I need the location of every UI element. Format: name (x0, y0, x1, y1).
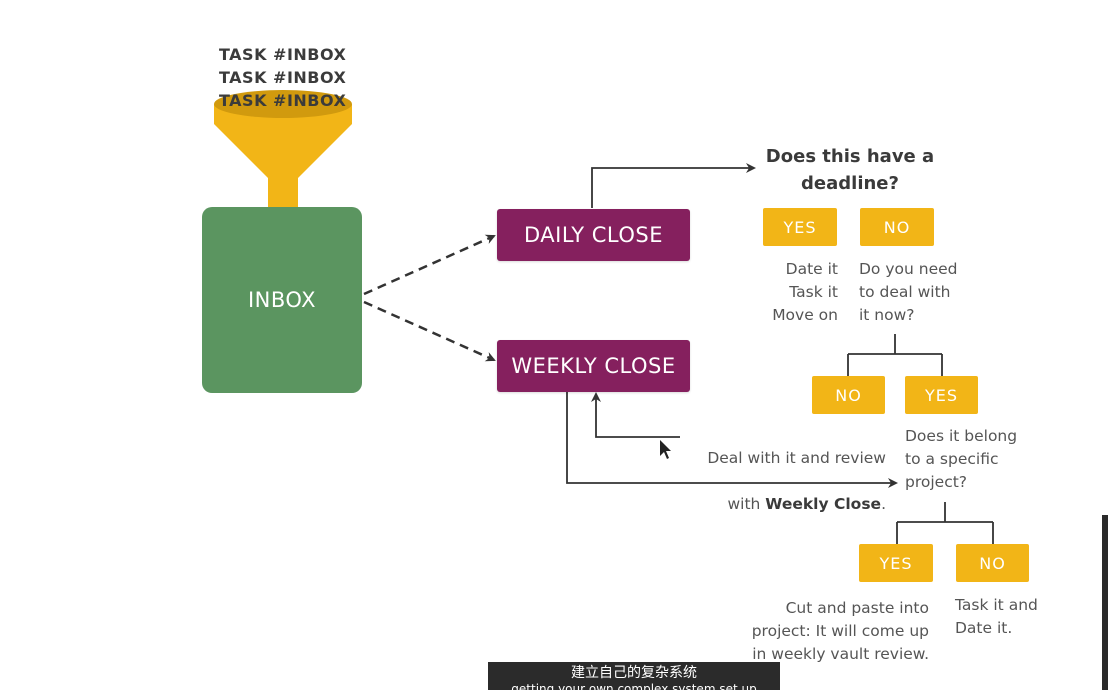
daily-close-label: DAILY CLOSE (523, 223, 664, 247)
deadline-no-description: Do you need to deal with it now? (859, 260, 958, 324)
project-yes-label: YES (879, 553, 913, 573)
project-no-label: NO (979, 553, 1006, 573)
now-no-description-line1: Deal with it and review (707, 449, 886, 467)
deadline-no-label: NO (883, 217, 911, 237)
video-subtitle: 建立自己的复杂系统 getting your own complex syste… (488, 662, 780, 690)
now-yes-label: YES (924, 385, 959, 405)
project-question: Does it belong to a specific project? (905, 427, 1018, 491)
weekly-to-project-arrow (566, 392, 898, 488)
now-no-description: Deal with it and review with Weekly Clos… (680, 424, 886, 516)
now-no-badge: NO (812, 376, 885, 414)
task-inbox-tag: TASK #INBOX (219, 45, 347, 64)
deadline-yes-badge: YES (763, 208, 837, 246)
subtitle-english: getting your own complex system set up (511, 682, 757, 690)
now-no-description-prefix: with (727, 495, 766, 513)
weekly-close-box: WEEKLY CLOSE (497, 340, 690, 392)
daily-close-box: DAILY CLOSE (497, 209, 690, 261)
now-yes-badge: YES (905, 376, 978, 414)
project-branch-lines (896, 502, 994, 544)
weekly-close-reference: Weekly Close (765, 495, 882, 513)
inbox-box: INBOX (202, 207, 362, 393)
deadline-question: Does this have a deadline? (765, 146, 935, 194)
inbox-to-weekly-arrow (363, 300, 496, 362)
right-edge-bar (1102, 515, 1108, 690)
project-no-badge: NO (956, 544, 1029, 582)
daily-to-question-arrow (591, 163, 756, 208)
task-inbox-tag: TASK #INBOX (219, 91, 347, 110)
mouse-cursor-icon (660, 440, 671, 459)
project-yes-description: Cut and paste into project: It will come… (751, 599, 929, 663)
subtitle-chinese: 建立自己的复杂系统 (571, 665, 697, 681)
deadline-yes-description: Date it Task it Move on (772, 260, 838, 324)
project-yes-badge: YES (859, 544, 933, 582)
project-no-description: Task it and Date it. (955, 596, 1038, 637)
now-branch-lines (847, 334, 943, 376)
inbox-label: INBOX (247, 288, 316, 312)
weekly-close-label: WEEKLY CLOSE (511, 354, 676, 378)
review-to-weekly-arrow (591, 392, 680, 438)
inbox-to-daily-arrow (363, 234, 496, 296)
deadline-yes-label: YES (783, 217, 817, 237)
now-no-label: NO (835, 385, 862, 405)
deadline-no-badge: NO (860, 208, 934, 246)
now-no-description-suffix: . (881, 495, 886, 513)
funnel-icon (214, 90, 352, 210)
task-inbox-tag: TASK #INBOX (219, 68, 347, 87)
